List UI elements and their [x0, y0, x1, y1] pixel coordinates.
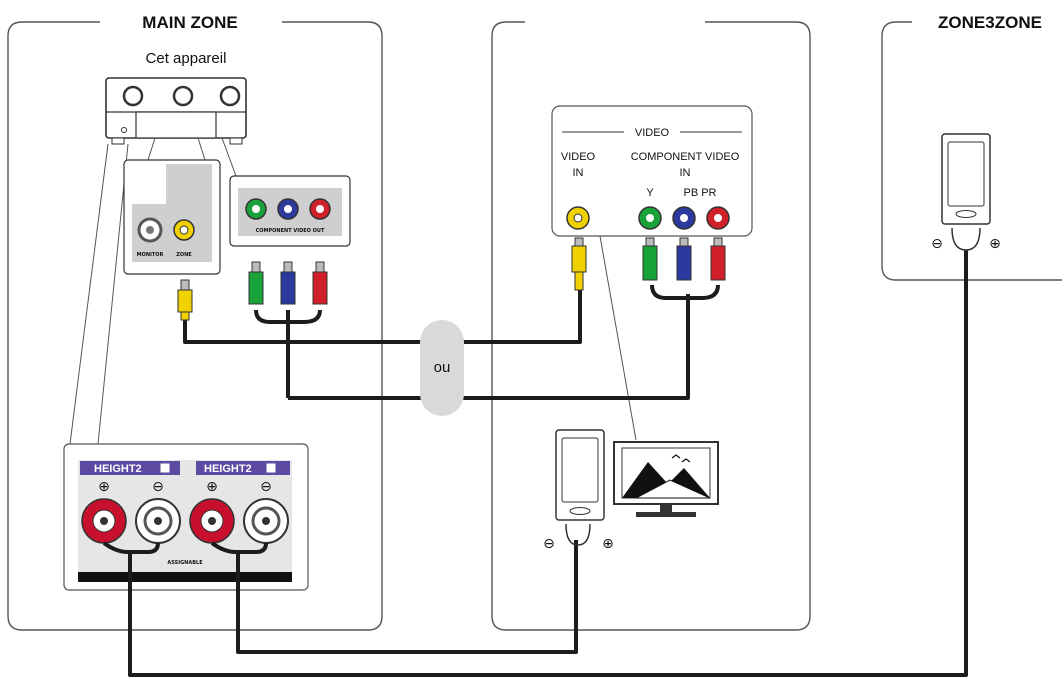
main-zone-title: MAIN ZONE	[142, 13, 237, 32]
height2-b-label: HEIGHT2	[204, 463, 252, 475]
speaker-terminal-panel: HEIGHT2 HEIGHT2 ⊕ ⊖ ⊕ ⊖ ASSIGNABLE	[63, 443, 309, 591]
video-in-label-2: IN	[573, 167, 584, 179]
callout-lines	[69, 137, 637, 445]
y-label: Y	[646, 187, 654, 199]
component-plugs-dest	[642, 237, 726, 281]
zone2-terminal-minus: ⊖	[543, 536, 555, 552]
terminal-plus-1: ⊕	[98, 479, 110, 495]
zone3-terminal-plus: ⊕	[989, 236, 1001, 252]
component-out-label: COMPONENT VIDEO OUT	[256, 228, 325, 234]
main-zone-frame: MAIN ZONE	[7, 13, 383, 631]
video-in-label: VIDEO	[561, 151, 596, 163]
zone2-terminal-plus: ⊕	[602, 536, 614, 552]
component-plugs-source	[248, 261, 328, 305]
composite-plug-source	[177, 279, 193, 321]
zone3-speaker: ⊖ ⊕	[931, 133, 1001, 252]
device-label: Cet appareil	[146, 50, 227, 67]
or-label: ou	[434, 359, 451, 376]
zone2-tv	[613, 441, 719, 517]
or-pill: ou	[420, 320, 464, 416]
terminal-plus-2: ⊕	[206, 479, 218, 495]
zone2-speaker: ⊖ ⊕	[543, 429, 614, 552]
zone3-frame: ZONE3ZONE	[881, 13, 1062, 281]
zone3-title: ZONE3ZONE	[938, 13, 1042, 32]
terminal-minus-2: ⊖	[260, 479, 272, 495]
zone3-terminal-minus: ⊖	[931, 236, 943, 252]
receiver-video-out-panel: MONITOR ZONE	[123, 159, 221, 275]
pb-pr-label: PB PR	[683, 187, 716, 199]
zone-out-label: ZONE	[176, 252, 192, 258]
assignable-label: ASSIGNABLE	[167, 560, 203, 566]
monitor-out-label: MONITOR	[137, 252, 164, 258]
composite-plug-dest	[571, 237, 587, 291]
tv-input-panel: VIDEO VIDEO IN COMPONENT VIDEO IN Y PB P…	[551, 105, 753, 237]
component-in-label: COMPONENT VIDEO	[631, 151, 740, 163]
zone2-frame	[491, 21, 811, 631]
terminal-minus-1: ⊖	[152, 479, 164, 495]
speaker-cables	[102, 250, 968, 677]
video-section-label: VIDEO	[635, 127, 670, 139]
height2-a-label: HEIGHT2	[94, 463, 142, 475]
component-in-label-2: IN	[680, 167, 691, 179]
receiver-component-out-panel: COMPONENT VIDEO OUT	[229, 175, 351, 247]
receiver-unit	[105, 77, 247, 145]
